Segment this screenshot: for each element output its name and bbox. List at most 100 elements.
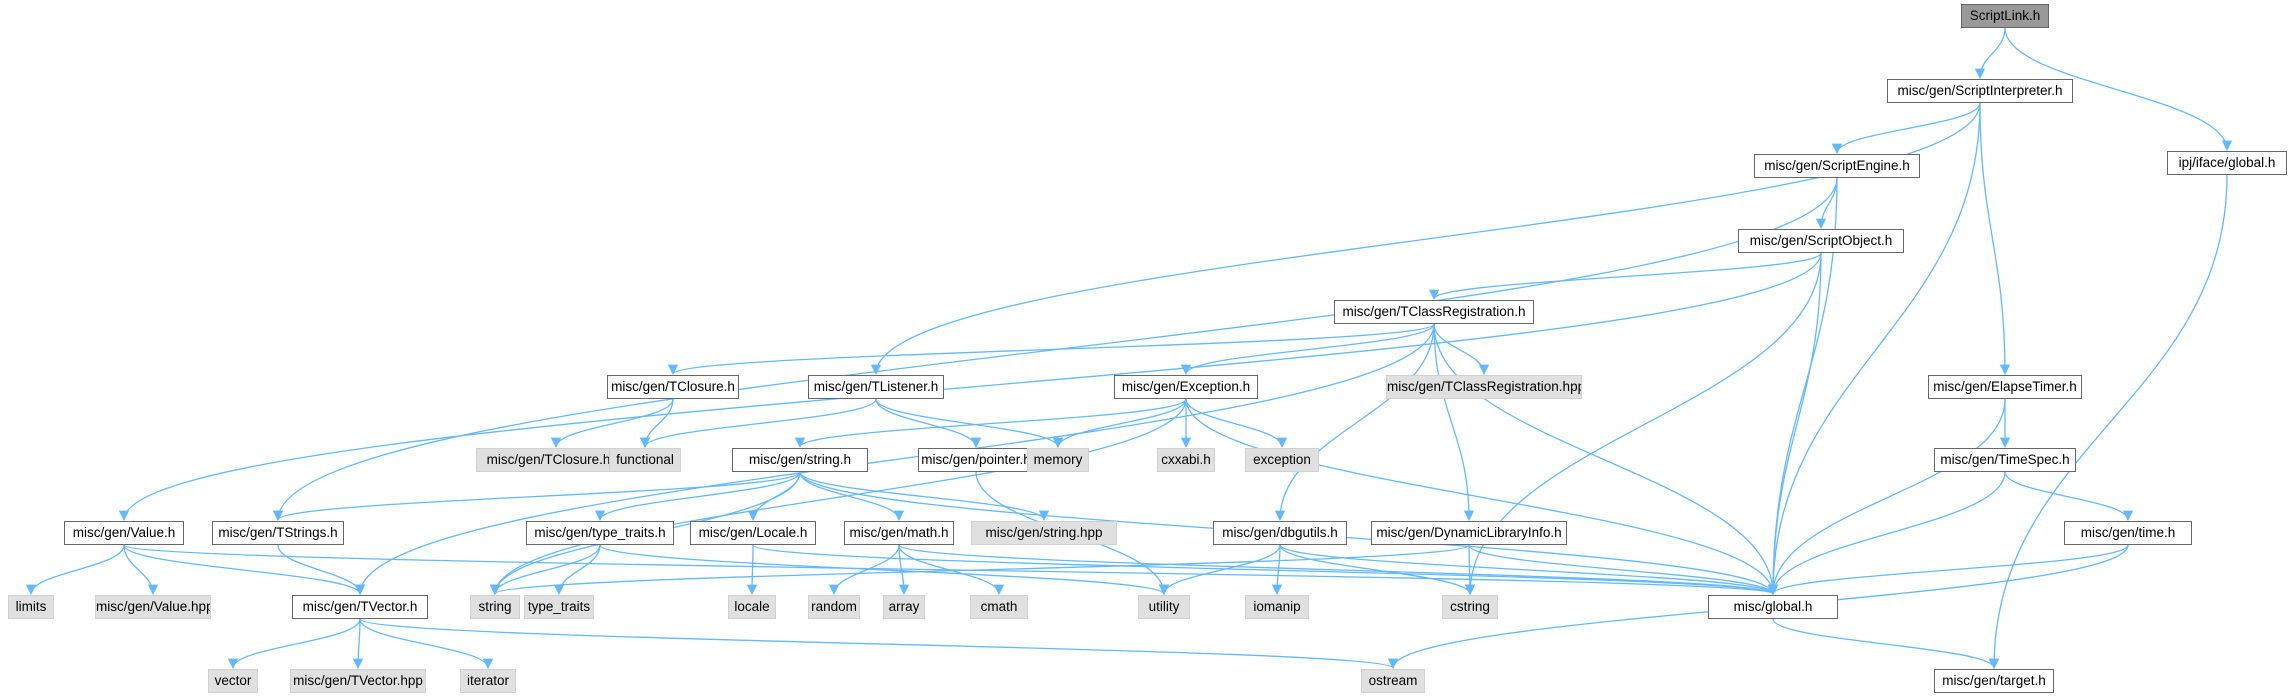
include-edge — [668, 323, 1435, 376]
system-header-node: array — [883, 595, 925, 619]
system-header-node: exception — [1245, 448, 1319, 472]
include-edge — [1767, 471, 2006, 596]
include-edge — [1468, 544, 1779, 596]
include-edge — [746, 544, 758, 596]
include-edge — [489, 544, 601, 596]
header-file-node[interactable]: misc/gen/ScriptEngine.h — [1754, 154, 1920, 178]
include-edge — [553, 544, 601, 596]
include-edge — [1767, 544, 2129, 596]
include-edge — [352, 618, 364, 670]
header-file-node[interactable]: misc/gen/TClosure.h — [607, 375, 739, 399]
header-file-node[interactable]: misc/gen/string.h — [732, 448, 868, 472]
header-file-node[interactable]: misc/gen/Locale.h — [690, 521, 816, 545]
include-edge — [799, 471, 905, 522]
include-edge — [1271, 544, 1283, 596]
include-edge — [277, 544, 366, 596]
include-edge — [898, 544, 1778, 596]
include-edge — [490, 544, 1470, 596]
header-file-node[interactable]: misc/global.h — [1708, 595, 1838, 619]
system-header-node: memory — [1027, 448, 1089, 472]
header-file-node[interactable]: misc/gen/TStrings.h — [212, 521, 344, 545]
header-file-node[interactable]: misc/gen/TVector.h — [292, 595, 428, 619]
include-edge — [1433, 323, 1475, 522]
system-header-node: misc/gen/TClassRegistration.hpp — [1386, 375, 1582, 399]
header-file-node[interactable]: misc/gen/TimeSpec.h — [1934, 448, 2076, 472]
include-edge — [870, 102, 1981, 376]
include-edge — [2004, 471, 2134, 522]
header-file-node[interactable]: misc/gen/ScriptObject.h — [1738, 229, 1904, 253]
include-edge — [875, 398, 982, 449]
include-edge — [1772, 618, 2000, 670]
header-file-node[interactable]: misc/gen/TClassRegistration.h — [1334, 300, 1534, 324]
system-header-node: iomanip — [1245, 595, 1309, 619]
include-edge — [898, 544, 910, 596]
system-header-node: string — [470, 595, 520, 619]
header-file-node[interactable]: misc/gen/math.h — [844, 521, 954, 545]
include-edge — [898, 544, 1005, 596]
include-edge — [1279, 544, 1476, 596]
system-header-node: cmath — [970, 595, 1028, 619]
include-edge — [1185, 398, 1779, 596]
include-edge — [1988, 174, 2228, 670]
include-edge — [1831, 102, 1981, 155]
system-header-node: iterator — [460, 669, 516, 693]
include-edge — [594, 471, 801, 522]
include-edge — [1433, 323, 1779, 596]
header-file-node[interactable]: misc/gen/dbgutils.h — [1213, 521, 1347, 545]
include-edge — [354, 323, 1435, 596]
header-file-node[interactable]: ipj/iface/global.h — [2167, 151, 2287, 175]
header-file-node[interactable]: misc/gen/DynamicLibraryInfo.h — [1371, 521, 1567, 545]
include-edge — [1767, 398, 2006, 596]
include-edge — [828, 544, 900, 596]
system-header-node: vector — [208, 669, 258, 693]
system-header-node: random — [808, 595, 860, 619]
system-header-node: functional — [609, 448, 681, 472]
system-header-node: locale — [728, 595, 776, 619]
include-edge — [794, 398, 1187, 449]
include-edge — [2004, 27, 2233, 152]
system-header-node: ostream — [1361, 669, 1425, 693]
system-header-node: type_traits — [524, 595, 594, 619]
include-edge — [1767, 102, 1981, 596]
include-edge — [118, 252, 1822, 522]
include-edge — [273, 471, 801, 522]
include-edge — [1279, 544, 1778, 596]
include-edge — [639, 398, 877, 449]
include-edge — [359, 618, 494, 670]
include-edge — [1180, 323, 1435, 376]
header-file-node[interactable]: misc/gen/type_traits.h — [526, 521, 674, 545]
include-edge — [489, 398, 1187, 596]
include-edge — [875, 398, 1064, 449]
include-edge — [1185, 398, 1288, 449]
include-edge — [799, 471, 1050, 522]
include-edge — [752, 544, 1778, 596]
root-file-node: ScriptLink.h — [1961, 4, 2049, 28]
include-edge — [599, 544, 1169, 596]
header-file-node[interactable]: misc/gen/time.h — [2064, 521, 2192, 545]
include-edge — [123, 544, 366, 596]
system-header-node: misc/gen/string.hpp — [971, 521, 1117, 545]
system-header-node: limits — [8, 595, 54, 619]
include-edge — [25, 544, 125, 596]
header-file-node[interactable]: misc/gen/ScriptInterpreter.h — [1887, 79, 2073, 103]
header-file-node[interactable]: misc/gen/target.h — [1934, 669, 2054, 693]
system-header-node: cxxabi.h — [1157, 448, 1215, 472]
system-header-node: misc/gen/Value.hpp — [95, 595, 211, 619]
header-file-node[interactable]: misc/gen/Value.h — [64, 521, 184, 545]
header-file-node[interactable]: misc/gen/pointer.h — [918, 448, 1034, 472]
include-edge — [1052, 398, 1187, 449]
include-edge — [1433, 323, 1490, 376]
system-header-node: cstring — [1442, 595, 1498, 619]
include-edge — [550, 398, 674, 449]
include-edge — [1979, 102, 2011, 376]
header-file-node[interactable]: misc/gen/TListener.h — [808, 375, 944, 399]
header-file-node[interactable]: misc/gen/ElapseTimer.h — [1928, 375, 2082, 399]
header-file-node[interactable]: misc/gen/Exception.h — [1114, 375, 1258, 399]
include-edge — [1158, 544, 1281, 596]
include-edge — [227, 618, 361, 670]
include-edge — [1428, 252, 1822, 301]
include-edge — [123, 544, 159, 596]
include-edge — [359, 618, 1398, 670]
include-edge — [1974, 27, 2006, 80]
